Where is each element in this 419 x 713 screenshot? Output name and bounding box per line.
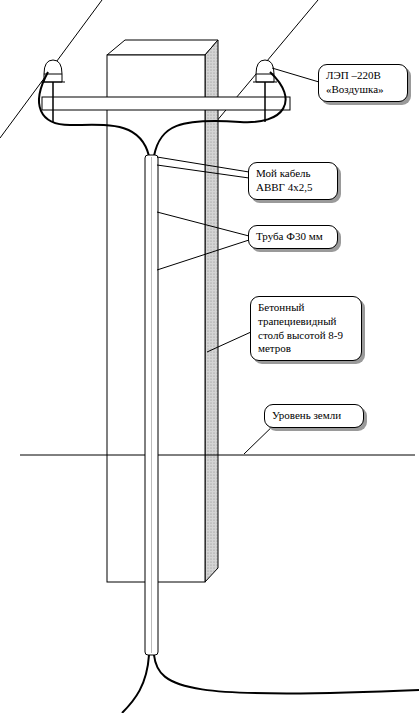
overhead-wire xyxy=(0,0,102,138)
callout-text: Уровень земли xyxy=(272,409,356,423)
callout-text: Труба Ф30 мм xyxy=(256,230,330,244)
crossarm xyxy=(42,97,290,110)
leader-line xyxy=(157,157,249,172)
cable xyxy=(154,655,419,694)
callout-box: Бетонный трапециевидный столб высотой 8-… xyxy=(250,296,362,361)
leader-line xyxy=(207,332,251,352)
callout-box: Уровень земли xyxy=(264,404,364,428)
drop-wire xyxy=(39,72,149,156)
callout-text: Бетонный трапециевидный столб высотой 8-… xyxy=(258,301,354,356)
leader-line xyxy=(272,68,319,82)
ground-line xyxy=(20,455,415,456)
pole-top xyxy=(107,40,218,55)
tube-shade xyxy=(151,157,152,653)
insulator xyxy=(253,60,277,82)
insulator-bolt xyxy=(52,82,54,122)
drop-wire xyxy=(154,72,286,156)
tube xyxy=(145,155,158,655)
callout-box: ЛЭП –220В «Воздушка» xyxy=(318,64,408,102)
callout-text: ЛЭП –220В «Воздушка» xyxy=(326,69,400,97)
leader-line xyxy=(157,165,249,178)
leader-line xyxy=(157,212,249,236)
overhead-wire xyxy=(205,0,318,135)
callout-box: Мой кабель АВВГ 4х2,5 xyxy=(248,162,338,200)
leader-line xyxy=(157,240,249,270)
callout-text: Мой кабель АВВГ 4х2,5 xyxy=(256,167,330,195)
callout-box: Труба Ф30 мм xyxy=(248,225,338,249)
insulator-bolt xyxy=(264,82,266,122)
cable xyxy=(122,655,149,713)
